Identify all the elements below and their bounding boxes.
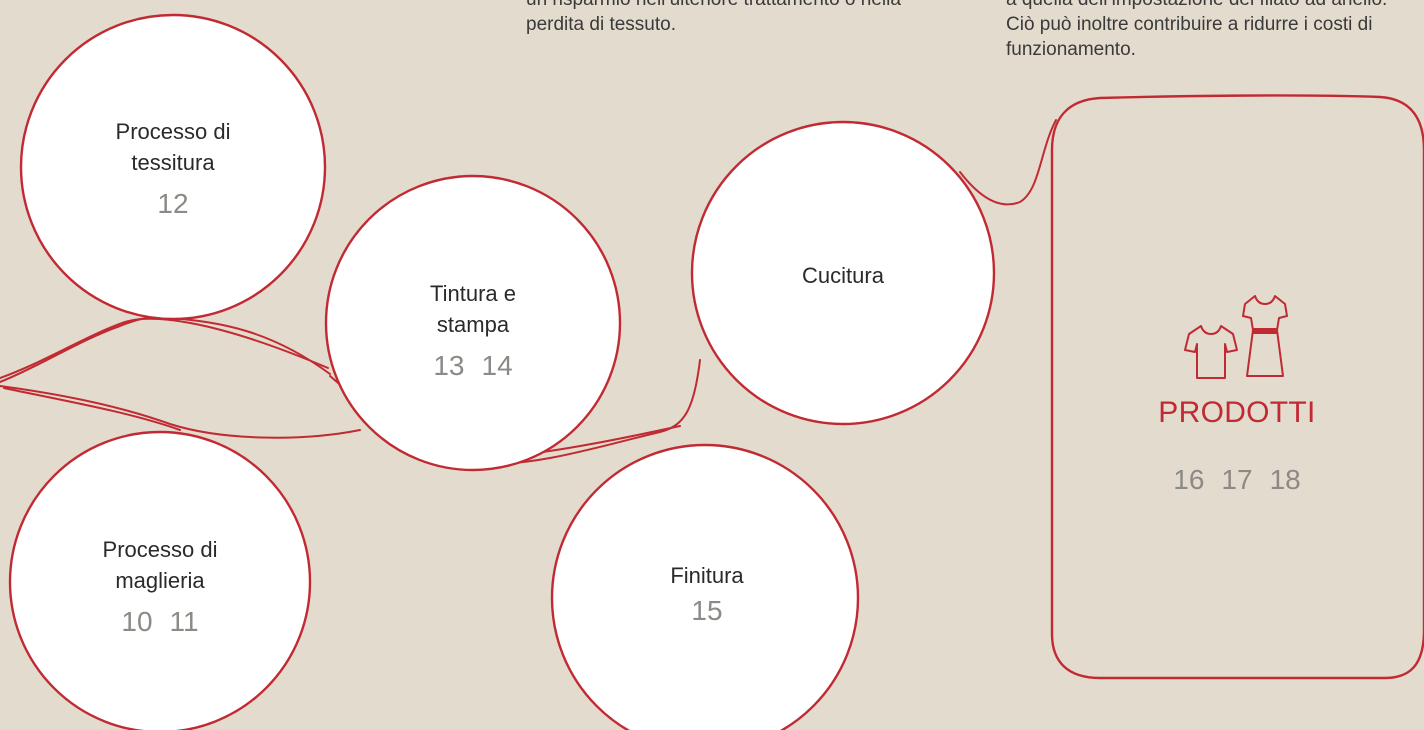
products-box	[1050, 94, 1424, 680]
node-maglieria-pages: 10 11	[121, 606, 198, 638]
circle-tessitura	[19, 13, 327, 321]
node-cucitura[interactable]: Cucitura	[713, 260, 973, 291]
node-tintura[interactable]: Tintura e stampa 13 14	[343, 278, 603, 382]
circle-finitura	[550, 443, 860, 730]
products-pages: 16 17 18	[1173, 464, 1300, 496]
node-finitura-title: Finitura	[670, 563, 744, 588]
circle-maglieria	[8, 430, 312, 730]
node-finitura[interactable]: Finitura 15	[577, 560, 837, 627]
products-icons	[1183, 290, 1291, 380]
intro-paragraph-left: un risparmio nell’ulteriore trattamento …	[526, 0, 901, 35]
t-shirt-icon	[1184, 325, 1238, 379]
node-tessitura-pages: 12	[157, 188, 188, 220]
circle-tintura	[324, 174, 622, 472]
thread-left-upper-b	[0, 317, 329, 379]
thread-cucitura-right	[959, 119, 1057, 206]
page-link[interactable]: 11	[169, 606, 199, 637]
intro-paragraph-right: a quella dell’impostazione del filato ad…	[1006, 0, 1387, 60]
node-maglieria[interactable]: Processo di maglieria 10 11	[30, 534, 290, 638]
dress-icon	[1242, 295, 1288, 377]
page-link[interactable]: 17	[1221, 464, 1253, 495]
page-link[interactable]: 15	[691, 595, 723, 626]
circle-cucitura	[690, 120, 996, 426]
thread-left-lower	[0, 385, 361, 439]
node-tintura-pages: 13 14	[433, 350, 512, 382]
products-panel[interactable]: PRODOTTI 16 17 18	[1050, 290, 1424, 496]
page-link[interactable]: 14	[481, 350, 513, 381]
node-finitura-pages: 15	[691, 595, 722, 627]
page-link[interactable]: 10	[121, 606, 153, 637]
node-cucitura-title: Cucitura	[802, 263, 884, 288]
node-tessitura[interactable]: Processo di tessitura 12	[38, 116, 308, 220]
page-link[interactable]: 12	[157, 188, 189, 219]
thread-left-lower-b	[3, 387, 181, 431]
page-link[interactable]: 18	[1269, 464, 1301, 495]
node-maglieria-title: Processo di maglieria	[102, 537, 218, 593]
page-link[interactable]: 16	[1173, 464, 1205, 495]
page-link[interactable]: 13	[433, 350, 465, 381]
node-tessitura-title: Processo di tessitura	[115, 119, 231, 175]
node-tintura-title: Tintura e stampa	[429, 281, 516, 337]
products-title: PRODOTTI	[1158, 396, 1316, 429]
